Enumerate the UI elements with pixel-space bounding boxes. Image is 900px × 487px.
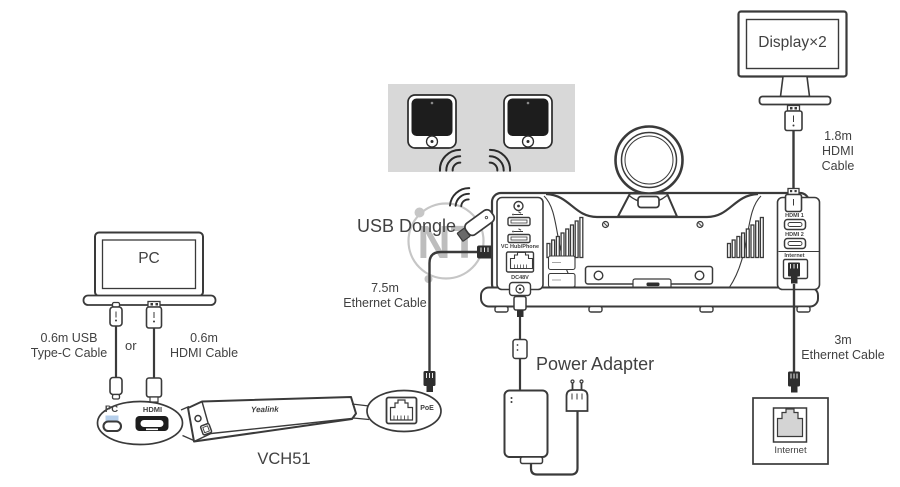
ethernet-plug-icon bbox=[788, 371, 800, 393]
screw-icon bbox=[601, 220, 704, 229]
ethernet-cable-3m bbox=[788, 284, 800, 393]
ethernet-plug-icon bbox=[477, 245, 495, 259]
hdmi2-port-label: HDMI 2 bbox=[785, 232, 804, 238]
cable-length: 0.6m bbox=[190, 331, 218, 345]
rj45-port-icon bbox=[505, 251, 535, 273]
vch51-box bbox=[187, 396, 357, 443]
display-monitor bbox=[737, 10, 848, 106]
usb-icon bbox=[512, 228, 523, 233]
monitor-stand bbox=[779, 75, 811, 98]
cable-length: 0.6m USB bbox=[40, 331, 98, 345]
vc-hub-phone-port-label: VC Hub/Phone bbox=[500, 244, 540, 250]
usb-type-c-cable-label: 0.6m USB Type-C Cable bbox=[20, 331, 118, 361]
ethernet-cable-7-5m-label: 7.5m Ethernet Cable bbox=[341, 281, 429, 311]
hdmi-cable-0-6m-label: 0.6m HDMI Cable bbox=[161, 331, 247, 361]
vch51-label: VCH51 bbox=[257, 450, 311, 468]
or-label: or bbox=[125, 338, 137, 353]
blue-highlight bbox=[105, 415, 119, 423]
callout-hdmi-port-label: HDMI bbox=[142, 405, 163, 414]
rj45-port-icon bbox=[385, 396, 418, 425]
usb-dongle bbox=[449, 187, 496, 242]
cable-type: Ethernet Cable bbox=[801, 348, 885, 362]
poe-callout bbox=[351, 389, 442, 433]
wireless-mics-panel bbox=[388, 84, 575, 172]
speaker-grille-right bbox=[726, 216, 764, 259]
hdmi-connector-icon bbox=[784, 187, 803, 213]
wireless-mic-1 bbox=[407, 94, 457, 149]
laptop-pc-label: PC bbox=[138, 250, 160, 267]
callout-pc-port-label: PC bbox=[104, 404, 119, 415]
wireless-signal-icon bbox=[488, 148, 512, 172]
vch51-end-port-square bbox=[199, 422, 213, 436]
internet-port-label: Internet bbox=[784, 253, 805, 259]
power-brick bbox=[503, 389, 549, 458]
usb-c-port-icon bbox=[102, 420, 123, 433]
vch51-end-port-round bbox=[194, 414, 202, 423]
hdmi-cable-1-8m-label: 1.8m HDMI Cable bbox=[806, 129, 870, 174]
wireless-mic-2 bbox=[503, 94, 553, 149]
usb-type-c-cable bbox=[109, 301, 123, 400]
camera bbox=[614, 125, 684, 218]
hdmi-cable-1-8m bbox=[784, 104, 803, 190]
hdmi-cable-0-6m bbox=[145, 300, 163, 403]
hdmi-connector-icon bbox=[784, 104, 803, 132]
cable-length: 3m bbox=[834, 333, 852, 347]
cable-type: Type-C Cable bbox=[30, 346, 108, 360]
wireless-signal-icon bbox=[449, 187, 471, 208]
usb-dongle-label: USB Dongle bbox=[357, 216, 457, 236]
device-feet bbox=[494, 305, 811, 313]
power-plug-icon bbox=[565, 379, 589, 412]
ethernet-cable-3m-label: 3m Ethernet Cable bbox=[801, 333, 885, 363]
left-port-panel bbox=[496, 196, 544, 297]
power-adapter bbox=[503, 295, 589, 476]
cable-length: 1.8m bbox=[824, 129, 852, 143]
main-codec-device bbox=[480, 125, 821, 313]
dc-jack-icon bbox=[508, 281, 532, 297]
display-label: Display×2 bbox=[758, 34, 827, 51]
wireless-signal-icon bbox=[438, 148, 462, 172]
cable-type: HDMI Cable bbox=[821, 144, 855, 173]
usb-icon bbox=[512, 211, 523, 216]
hdmi1-port-label: HDMI 1 bbox=[785, 213, 804, 219]
right-port-panel bbox=[776, 187, 821, 291]
pc-hdmi-callout bbox=[96, 400, 196, 446]
hdmi-port-icon bbox=[135, 416, 169, 431]
internet-outlet-label: Internet bbox=[774, 445, 807, 456]
device-base bbox=[480, 286, 819, 308]
callout-poe-port-label: PoE bbox=[420, 405, 434, 412]
cable-type: Ethernet Cable bbox=[343, 296, 427, 310]
ferrite-bead bbox=[512, 338, 528, 360]
internet-outlet bbox=[752, 397, 829, 465]
pc-laptop bbox=[82, 231, 217, 306]
ethernet-plug-icon bbox=[423, 371, 436, 392]
cable-length: 7.5m bbox=[371, 281, 399, 295]
cable-type: HDMI Cable bbox=[169, 346, 239, 360]
ethernet-cable-7-5m bbox=[423, 245, 495, 392]
mounting-bar bbox=[584, 265, 714, 290]
dc48v-port-label: DC48V bbox=[511, 275, 529, 281]
power-adapter-label: Power Adapter bbox=[536, 354, 655, 374]
yealink-logo: Yealink bbox=[250, 404, 279, 415]
